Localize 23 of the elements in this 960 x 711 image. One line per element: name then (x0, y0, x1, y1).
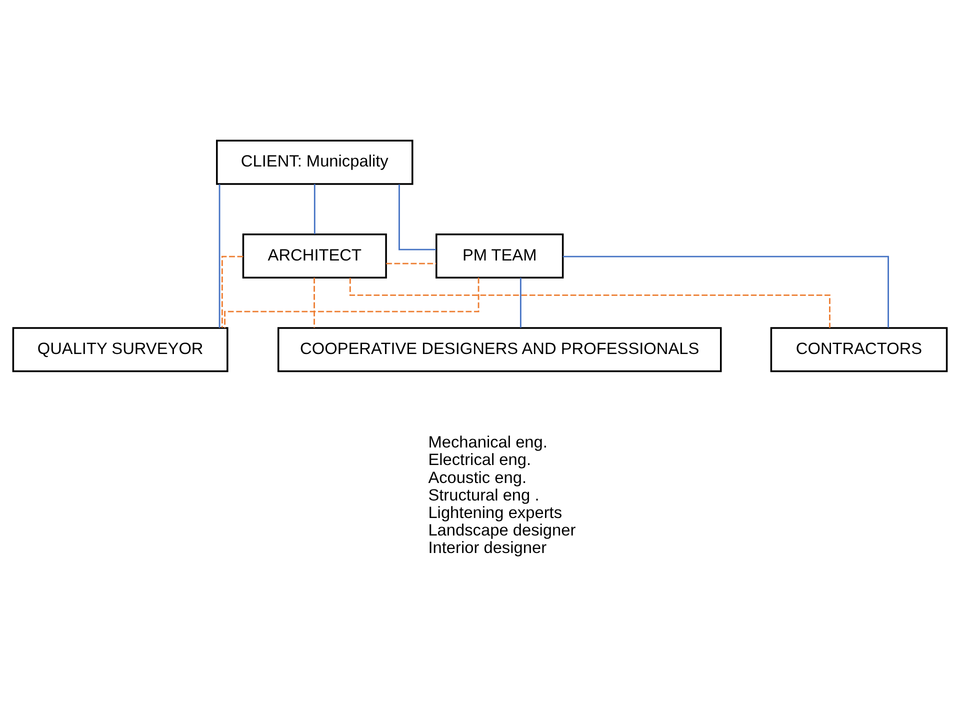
connector (314, 278, 315, 328)
node-box: PM TEAM (436, 233, 564, 279)
connector (520, 278, 522, 328)
label: Landscape designer (428, 521, 576, 540)
connector (218, 184, 220, 328)
label: Interior designer (428, 538, 547, 557)
connector (562, 256, 889, 328)
label: Lightening experts (428, 504, 562, 522)
node-box: CONTRACTORS (770, 327, 948, 372)
node-box: QUALITY SURVEYOR (12, 327, 228, 372)
node-box: CLIENT: Municpality (216, 140, 414, 185)
connector (221, 256, 244, 328)
connector (398, 184, 436, 250)
connector (386, 262, 436, 264)
node-box: COOPERATIVE DESIGNERS AND PROFESSIONALS (277, 327, 722, 372)
label: Mechanical eng. (428, 434, 548, 452)
node-box: ARCHITECT (242, 233, 387, 279)
connector (314, 184, 316, 234)
label: Structural eng . (428, 486, 540, 504)
label: Electrical eng. (428, 451, 532, 470)
connector (349, 278, 830, 328)
connector (224, 278, 480, 328)
label: Acoustic eng. (428, 468, 527, 487)
